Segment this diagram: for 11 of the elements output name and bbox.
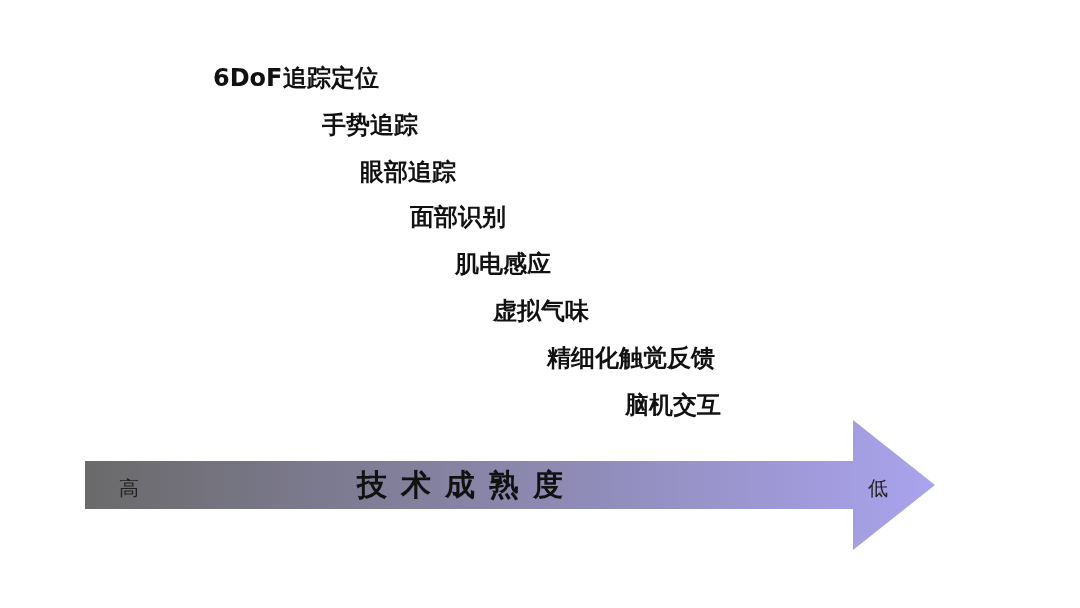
technology-label: 手势追踪 (322, 111, 418, 139)
technology-label: 面部识别 (410, 203, 506, 231)
scale-end-label: 低 (868, 477, 888, 499)
axis-title: 技术成熟度 (357, 467, 577, 501)
technology-label: 眼部追踪 (360, 158, 456, 186)
technology-label: 精细化触觉反馈 (547, 344, 715, 372)
technology-label: 脑机交互 (625, 391, 721, 419)
technology-label: 虚拟气味 (493, 297, 589, 325)
technology-label: 6DoF追踪定位 (213, 64, 379, 92)
technology-label: 肌电感应 (455, 250, 551, 278)
scale-end-label: 高 (119, 477, 139, 499)
